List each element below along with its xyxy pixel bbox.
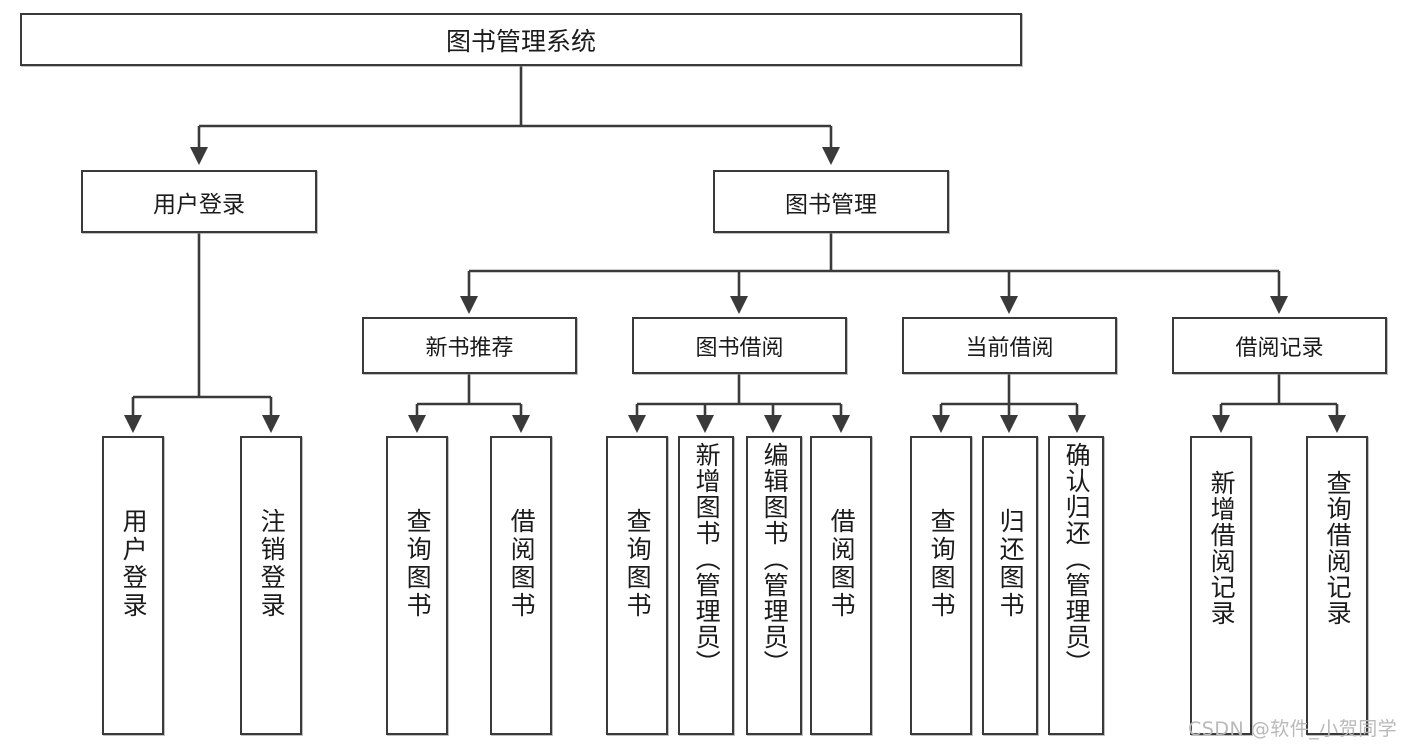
node-new-book-recommend[interactable]: 新书推荐 xyxy=(362,317,577,374)
leaf-current-borrow-query-label: 查询图书 xyxy=(927,508,957,620)
node-book-borrow[interactable]: 图书借阅 xyxy=(632,317,847,374)
node-user-login[interactable]: 用户登录 xyxy=(81,170,317,233)
leaf-book-borrow-edit-label: 编辑图书（管理员） xyxy=(760,442,790,676)
leaf-book-borrow-edit[interactable]: 编辑图书（管理员） xyxy=(746,436,802,735)
leaf-book-borrow-query[interactable]: 查询图书 xyxy=(606,436,668,735)
leaf-user-login-logout[interactable]: 注销登录 xyxy=(240,436,302,735)
leaf-user-login-logout-label: 注销登录 xyxy=(257,508,287,620)
leaf-borrow-record-add[interactable]: 新增借阅记录 xyxy=(1190,436,1252,735)
leaf-borrow-record-query-label: 查询借阅记录 xyxy=(1323,470,1353,626)
leaf-new-book-query-label: 查询图书 xyxy=(403,508,433,620)
leaf-borrow-record-add-label: 新增借阅记录 xyxy=(1207,470,1237,626)
node-current-borrow[interactable]: 当前借阅 xyxy=(902,317,1117,374)
node-book-borrow-label: 图书借阅 xyxy=(695,335,784,361)
node-current-borrow-label: 当前借阅 xyxy=(965,335,1054,361)
leaf-new-book-query[interactable]: 查询图书 xyxy=(386,436,448,735)
leaf-borrow-record-query[interactable]: 查询借阅记录 xyxy=(1306,436,1368,735)
leaf-book-borrow-borrow-label: 借阅图书 xyxy=(827,508,857,620)
leaf-new-book-borrow[interactable]: 借阅图书 xyxy=(490,436,552,735)
node-book-management[interactable]: 图书管理 xyxy=(713,170,949,233)
leaf-current-borrow-confirm[interactable]: 确认归还（管理员） xyxy=(1048,436,1104,735)
node-root-label: 图书管理系统 xyxy=(445,26,596,56)
node-new-book-recommend-label: 新书推荐 xyxy=(425,335,514,361)
leaf-book-borrow-query-label: 查询图书 xyxy=(623,508,653,620)
leaf-current-borrow-confirm-label: 确认归还（管理员） xyxy=(1062,442,1092,676)
leaf-user-login-login-label: 用户登录 xyxy=(119,508,149,620)
leaf-new-book-borrow-label: 借阅图书 xyxy=(507,508,537,620)
node-borrow-record[interactable]: 借阅记录 xyxy=(1172,317,1387,374)
node-book-management-label: 图书管理 xyxy=(785,191,877,218)
node-root[interactable]: 图书管理系统 xyxy=(20,13,1022,66)
node-user-login-label: 用户登录 xyxy=(153,191,245,218)
leaf-book-borrow-borrow[interactable]: 借阅图书 xyxy=(810,436,872,735)
leaf-book-borrow-add-label: 新增图书（管理员） xyxy=(692,442,722,676)
leaf-current-borrow-return-label: 归还图书 xyxy=(996,508,1026,620)
leaf-book-borrow-add[interactable]: 新增图书（管理员） xyxy=(678,436,734,735)
leaf-current-borrow-query[interactable]: 查询图书 xyxy=(910,436,972,735)
leaf-user-login-login[interactable]: 用户登录 xyxy=(102,436,164,735)
node-borrow-record-label: 借阅记录 xyxy=(1235,335,1324,361)
leaf-current-borrow-return[interactable]: 归还图书 xyxy=(982,436,1038,735)
watermark: CSDN @软件_小贺同学 xyxy=(1188,718,1398,740)
